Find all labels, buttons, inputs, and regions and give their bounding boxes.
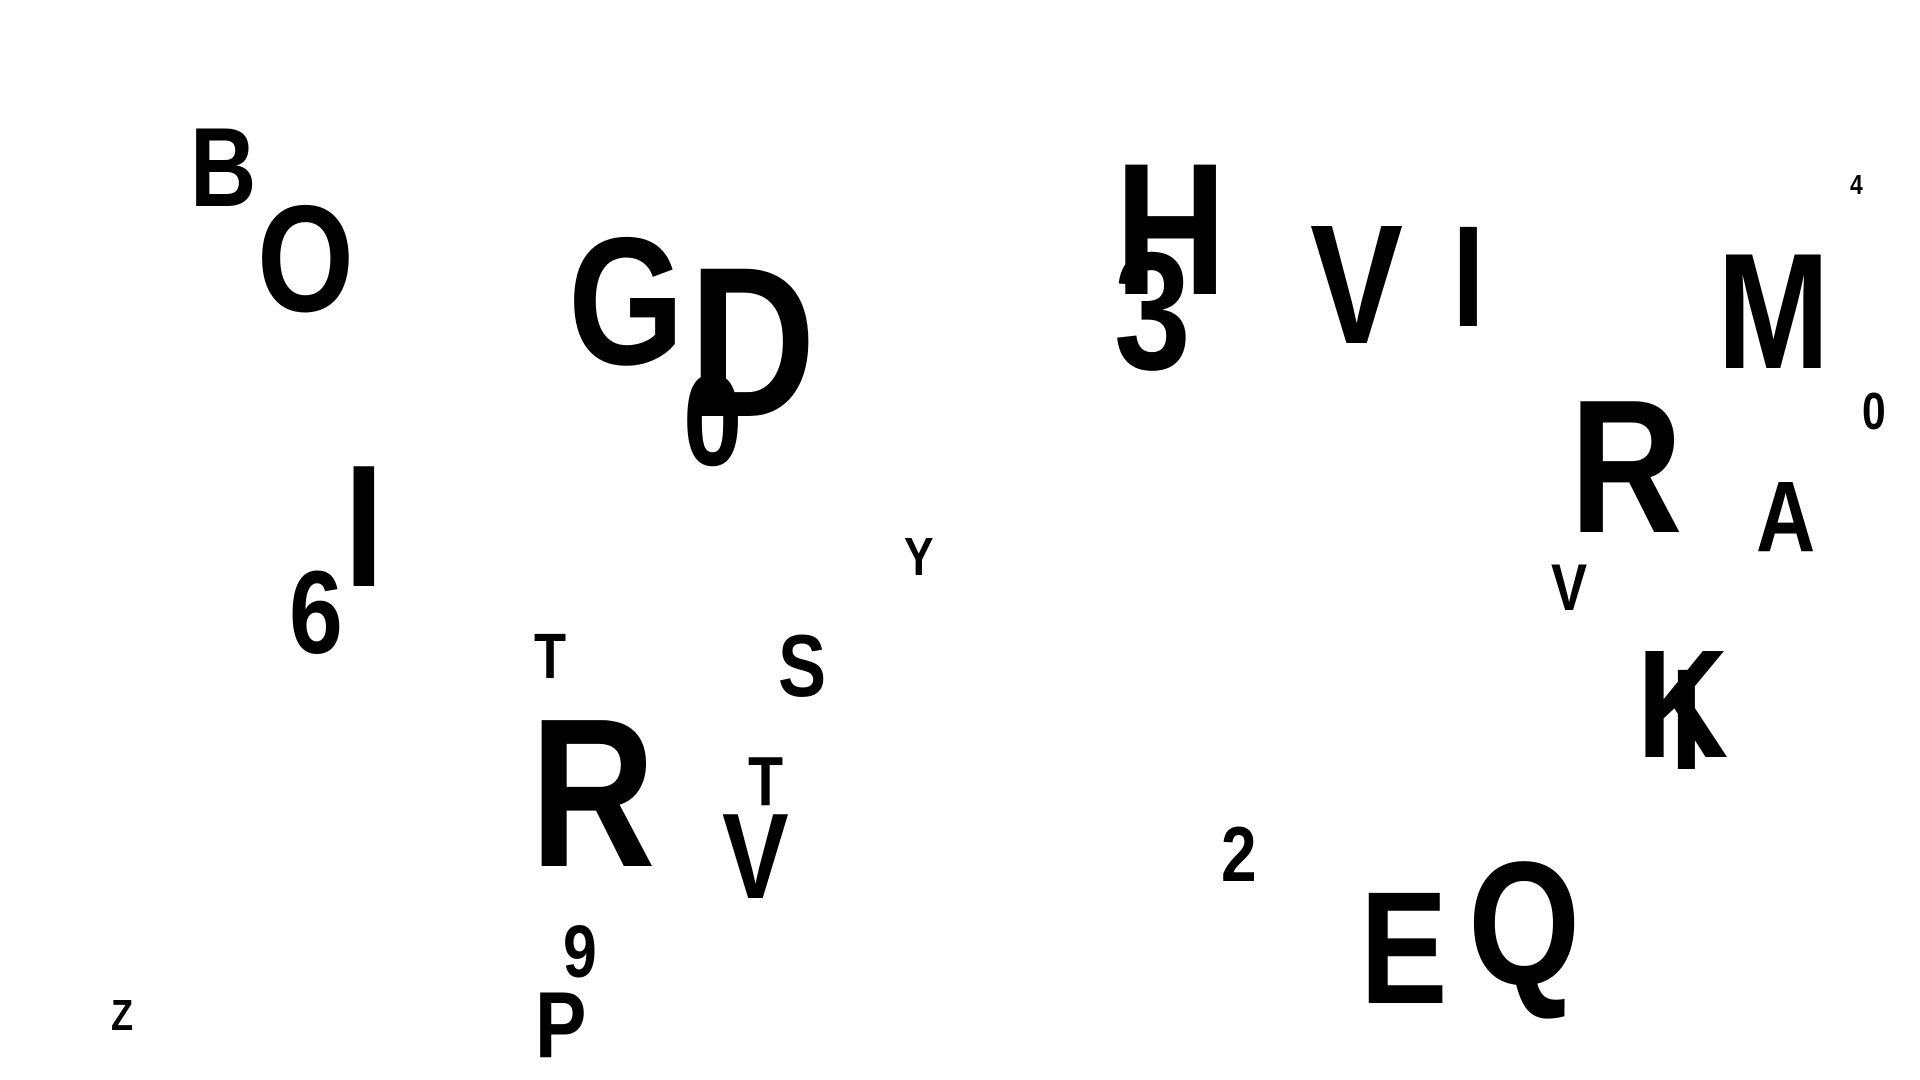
glyph-letter-y: Y [904, 527, 934, 587]
glyph-letter-h: H [1115, 124, 1227, 334]
glyph-letter-a: A [1756, 461, 1816, 573]
glyph-letter-s: S [778, 616, 827, 715]
glyph-letter-b: B [190, 105, 257, 230]
glyph-digit-3: 3 [1114, 217, 1191, 405]
glyph-digit-6: 6 [289, 547, 343, 679]
glyph-letter-d: D [689, 223, 816, 462]
glyph-letter-p: P [535, 972, 587, 1077]
glyph-letter-e: E [1360, 858, 1448, 1037]
glyph-letter-v-small: V [1551, 550, 1588, 624]
glyph-letter-i: I [1452, 196, 1485, 357]
glyph-letter-v-lower: V [722, 788, 789, 924]
glyph-digit-4: 4 [1850, 169, 1863, 200]
glyph-digit-9: 9 [563, 910, 597, 993]
glyph-letter-t-lower: T [748, 742, 784, 820]
glyph-letter-r-right: R [1570, 361, 1683, 573]
glyph-letter-v: V [1310, 190, 1403, 380]
glyph-letter-o: O [257, 174, 354, 344]
glyph-digit-0-large: 0 [683, 347, 743, 493]
glyph-letter-g: G [568, 199, 685, 403]
glyph-letter-m: M [1717, 219, 1830, 403]
glyph-letter-i-overlap: I [1670, 639, 1703, 800]
glyph-letter-t-upper: T [534, 620, 567, 692]
glyph-letter-q: Q [1468, 826, 1581, 1022]
glyph-letter-r-left: R [530, 674, 656, 911]
glyph-letter-z: Z [111, 991, 134, 1040]
glyph-letter-k: K [1637, 618, 1729, 790]
glyph-letter-i-left: I [344, 428, 384, 623]
glyph-digit-2: 2 [1221, 810, 1257, 898]
glyph-digit-0-small: 0 [1862, 383, 1886, 441]
